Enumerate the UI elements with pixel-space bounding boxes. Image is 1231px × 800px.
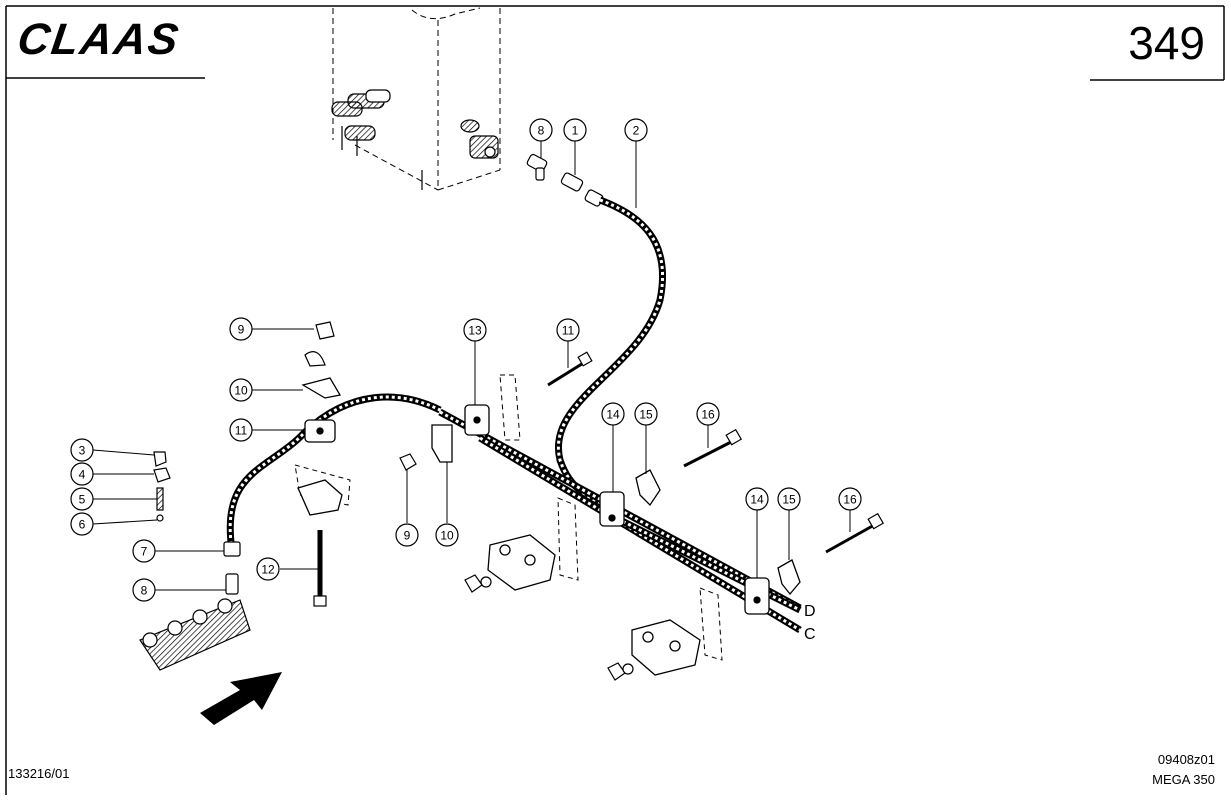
callout-number: 7 (141, 545, 148, 559)
callout-circle (601, 402, 625, 426)
callout-number: 15 (639, 408, 653, 422)
callout-circle (132, 539, 156, 563)
direction-arrow (200, 672, 282, 725)
reference-code: 09408z01 (1157, 752, 1215, 767)
callout-number: 15 (782, 493, 796, 507)
small-parts-3-6 (153, 451, 171, 522)
tank-outline-dashed (332, 7, 501, 191)
leader-lines (92, 141, 851, 591)
callout-circle (435, 523, 459, 547)
callout-circle (256, 557, 280, 581)
callout-circle (563, 118, 587, 142)
callout-number: 6 (79, 518, 86, 532)
callout-number: 8 (538, 124, 545, 138)
callout-number: 14 (606, 408, 620, 422)
machine-model: MEGA 350 (1152, 772, 1215, 787)
callout-circle (696, 402, 720, 426)
callout-number: 13 (468, 324, 482, 338)
bolts (304, 321, 885, 681)
clamp-blocks (301, 377, 801, 615)
callout-number: 10 (440, 529, 454, 543)
lower-clamp-halves (297, 479, 701, 676)
callout-number: 4 (79, 468, 86, 482)
callout-circle (463, 318, 487, 342)
upper-fittings (526, 153, 604, 207)
callout-circle (838, 487, 862, 511)
callout-number: 11 (562, 324, 575, 338)
callout-circle (229, 418, 253, 442)
callout-circle (745, 487, 769, 511)
callout-number: 12 (261, 563, 275, 577)
callout-circle (634, 402, 658, 426)
callout-number: 10 (234, 384, 248, 398)
callout-circle (556, 318, 580, 342)
callout-circle (132, 578, 156, 602)
distributor-block (139, 541, 251, 671)
callout-circle (70, 512, 94, 536)
page-number: 349 (1128, 17, 1205, 69)
callout-circle (70, 462, 94, 486)
callout-circle (229, 378, 253, 402)
callout-number: 9 (404, 529, 411, 543)
hose-label-c: C (804, 626, 816, 643)
hose-label-d: D (804, 603, 816, 620)
tank-fitting (460, 119, 499, 159)
callout-number: 14 (750, 493, 764, 507)
hose-2 (554, 196, 667, 514)
callout-number: 16 (843, 493, 857, 507)
callout-number: 8 (141, 584, 148, 598)
drawing-number: 133216/01 (8, 766, 70, 781)
callout-circle (777, 487, 801, 511)
callout-circle (70, 438, 94, 462)
callout-circle (395, 523, 419, 547)
callout-number: 9 (238, 323, 245, 337)
callout-number: 3 (79, 444, 86, 458)
callout-number: 2 (633, 124, 640, 138)
callout-number: 1 (572, 124, 579, 138)
frame-lines (5, 5, 1225, 795)
mounting-plates-dashed (294, 374, 723, 661)
callout-circle (529, 118, 553, 142)
callout-number: 16 (701, 408, 715, 422)
tank-valve-springs (331, 89, 423, 190)
callout-number: 5 (79, 493, 86, 507)
callout-number: 11 (235, 424, 248, 438)
callout-circle (624, 118, 648, 142)
callout-circle (70, 487, 94, 511)
callout-circle (229, 317, 253, 341)
